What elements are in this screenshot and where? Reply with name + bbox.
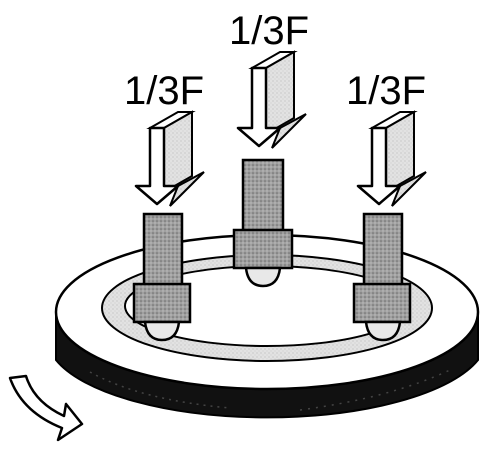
right-force-label: 1/3F <box>346 69 426 113</box>
center-column-shaft <box>241 158 285 236</box>
center-loading-column <box>232 158 294 288</box>
right-loading-column <box>352 212 412 342</box>
left-column-block <box>132 282 192 324</box>
center-ball <box>244 266 282 288</box>
right-column-shaft <box>362 212 404 290</box>
right-column-block <box>352 282 412 324</box>
curved-arrow-icon <box>8 374 84 442</box>
left-force-label: 1/3F <box>124 69 204 113</box>
center-force-label: 1/3F <box>229 9 309 53</box>
center-column-block <box>232 228 294 270</box>
left-force-arrow <box>134 110 205 207</box>
right-ball <box>364 320 402 342</box>
center-force-arrow <box>236 50 307 149</box>
left-loading-column <box>132 212 192 342</box>
disk-side-speckle <box>89 371 231 409</box>
left-ball <box>143 320 181 342</box>
left-column-shaft <box>142 212 184 290</box>
right-force-arrow <box>356 110 427 207</box>
